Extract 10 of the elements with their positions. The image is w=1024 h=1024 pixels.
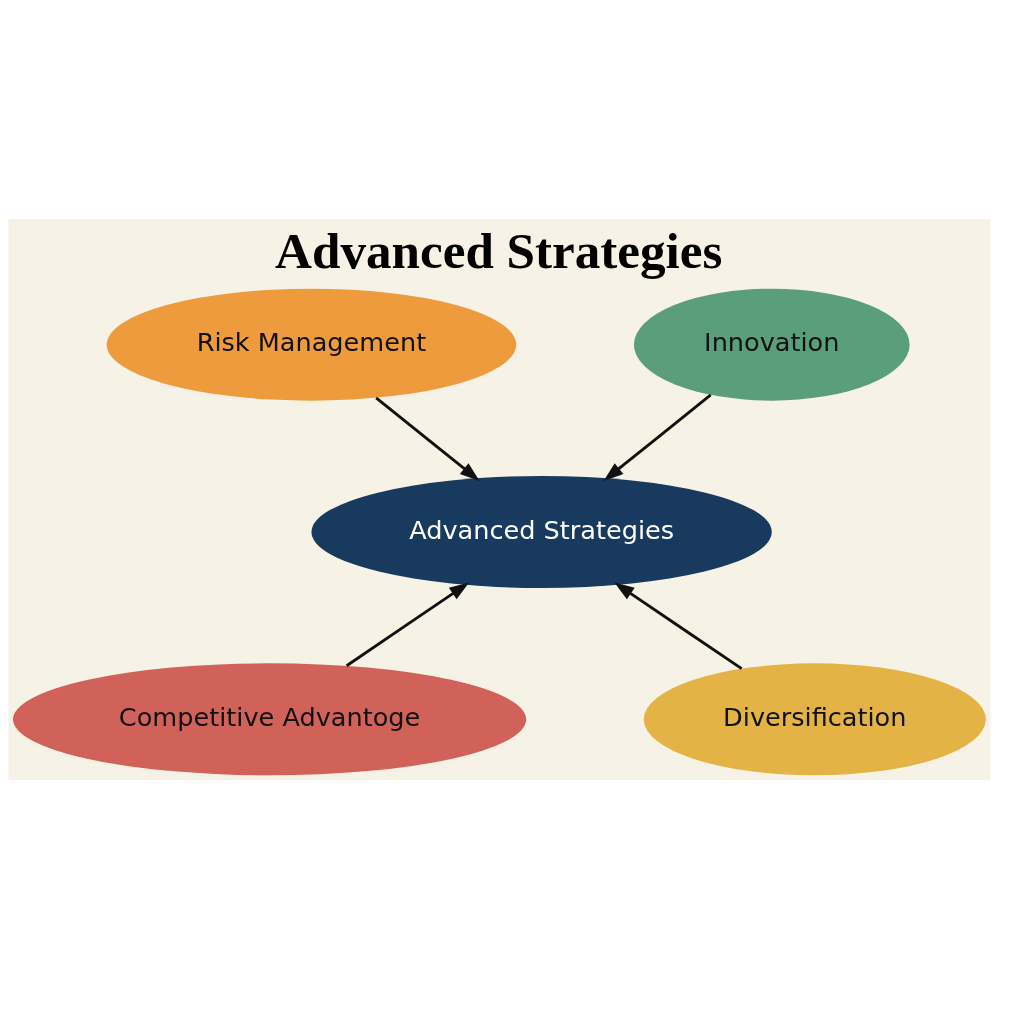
diagram-title: Advanced Strategies [275,222,723,280]
node-ellipse: Risk Management [106,288,517,401]
arrow [603,393,712,482]
node-ellipse: Innovation [633,288,910,401]
arrow [614,582,743,670]
node-ellipse: Advanced Strategies [311,476,772,588]
arrow [345,582,470,667]
arrow [375,396,480,481]
node-ellipse: Competitive Advantoge [13,663,527,776]
node-ellipse: Diversification [643,663,986,776]
